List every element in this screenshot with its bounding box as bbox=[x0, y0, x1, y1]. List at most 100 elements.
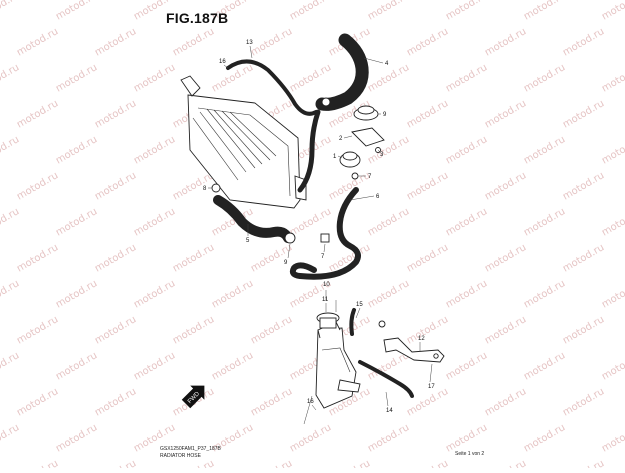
watermark-text: motod.ru bbox=[561, 26, 606, 58]
watermark-text: motod.ru bbox=[522, 206, 567, 238]
callout-leader-c13 bbox=[249, 45, 253, 59]
watermark-text: motod.ru bbox=[444, 278, 489, 310]
watermark-text: motod.ru bbox=[522, 62, 567, 94]
watermark-text: motod.ru bbox=[132, 62, 177, 94]
hose-6 bbox=[289, 187, 361, 280]
watermark-text: motod.ru bbox=[171, 458, 216, 468]
callout-label-c16a: 16 bbox=[219, 59, 226, 65]
callout-leader-c6 bbox=[349, 195, 375, 201]
watermark-text: motod.ru bbox=[0, 350, 21, 382]
watermark-text: motod.ru bbox=[93, 26, 138, 58]
watermark-text: motod.ru bbox=[0, 134, 21, 166]
hose-13 bbox=[226, 59, 318, 116]
watermark-text: motod.ru bbox=[405, 458, 450, 468]
watermark-text: motod.ru bbox=[132, 350, 177, 382]
watermark-text: motod.ru bbox=[561, 314, 606, 346]
watermark-text: motod.ru bbox=[93, 314, 138, 346]
watermark-text: motod.ru bbox=[444, 422, 489, 454]
hose-mid bbox=[297, 109, 321, 193]
callout-label-c9b: 9 bbox=[284, 260, 288, 266]
watermark-text: motod.ru bbox=[15, 26, 60, 58]
watermark-text: motod.ru bbox=[171, 26, 216, 58]
watermark-text: motod.ru bbox=[249, 26, 294, 58]
watermark-text: motod.ru bbox=[132, 206, 177, 238]
watermark-text: motod.ru bbox=[366, 278, 411, 310]
watermark-text: motod.ru bbox=[561, 98, 606, 130]
watermark-text: motod.ru bbox=[444, 206, 489, 238]
watermark-text: motod.ru bbox=[54, 422, 99, 454]
watermark-text: motod.ru bbox=[483, 98, 528, 130]
watermark-text: motod.ru bbox=[366, 422, 411, 454]
watermark-text: motod.ru bbox=[522, 0, 567, 23]
watermark-text: motod.ru bbox=[15, 458, 60, 468]
callout-label-c2: 2 bbox=[339, 136, 343, 142]
watermark-text: motod.ru bbox=[54, 278, 99, 310]
callout-leader-c16b bbox=[311, 404, 317, 411]
watermark-text: motod.ru bbox=[405, 170, 450, 202]
watermark-text: motod.ru bbox=[171, 242, 216, 274]
watermark-text: motod.ru bbox=[405, 386, 450, 418]
watermark-text: motod.ru bbox=[444, 0, 489, 23]
reservoir-hoses bbox=[349, 308, 414, 398]
watermark-text: motod.ru bbox=[405, 242, 450, 274]
bracket-12 bbox=[378, 320, 445, 363]
watermark-text: motod.ru bbox=[54, 0, 99, 23]
watermark-text: motod.ru bbox=[561, 170, 606, 202]
callout-leader-c7b bbox=[323, 243, 326, 253]
watermark-text: motod.ru bbox=[210, 278, 255, 310]
watermark-text: motod.ru bbox=[171, 314, 216, 346]
watermark-text: motod.ru bbox=[249, 242, 294, 274]
callout-label-c4: 4 bbox=[385, 61, 389, 67]
callout-leader-c17 bbox=[429, 363, 433, 383]
watermark-text: motod.ru bbox=[15, 386, 60, 418]
callout-label-c8: 8 bbox=[203, 186, 207, 192]
watermark-text: motod.ru bbox=[600, 278, 625, 310]
watermark-text: motod.ru bbox=[366, 206, 411, 238]
watermark-text: motod.ru bbox=[522, 134, 567, 166]
watermark-text: motod.ru bbox=[366, 0, 411, 23]
watermark-text: motod.ru bbox=[93, 386, 138, 418]
watermark-text: motod.ru bbox=[249, 386, 294, 418]
watermark-text: motod.ru bbox=[0, 422, 21, 454]
watermark-text: motod.ru bbox=[405, 26, 450, 58]
watermark-text: motod.ru bbox=[561, 386, 606, 418]
callout-label-c15: 15 bbox=[356, 302, 363, 308]
watermark-text: motod.ru bbox=[600, 350, 625, 382]
watermark-text: motod.ru bbox=[132, 278, 177, 310]
callout-leader-c16a bbox=[223, 64, 229, 69]
watermark-text: motod.ru bbox=[444, 134, 489, 166]
callout-label-c7a: 7 bbox=[368, 174, 372, 180]
figure-code: GSX1250FAM1_P37_187B bbox=[160, 446, 221, 452]
callout-label-c9a: 9 bbox=[383, 112, 387, 118]
reservoir-tank bbox=[315, 312, 361, 409]
callout-label-c11: 11 bbox=[322, 297, 329, 303]
watermark-text: motod.ru bbox=[54, 350, 99, 382]
watermark-text: motod.ru bbox=[522, 278, 567, 310]
watermark-text: motod.ru bbox=[561, 242, 606, 274]
watermark-text: motod.ru bbox=[444, 350, 489, 382]
watermark-text: motod.ru bbox=[249, 314, 294, 346]
watermark-text: motod.ru bbox=[483, 314, 528, 346]
watermark-text: motod.ru bbox=[405, 98, 450, 130]
hose-5 bbox=[213, 195, 293, 243]
thermostat-housing bbox=[339, 105, 385, 180]
hose-clamps bbox=[211, 97, 331, 244]
watermark-text: motod.ru bbox=[366, 62, 411, 94]
radiator bbox=[180, 75, 307, 209]
callout-leader-c4 bbox=[363, 57, 384, 64]
callout-label-c7b: 7 bbox=[321, 254, 325, 260]
watermark-text: motod.ru bbox=[483, 170, 528, 202]
watermark-text: motod.ru bbox=[15, 98, 60, 130]
callout-leader-c15 bbox=[355, 307, 361, 319]
callout-leader-c2 bbox=[343, 135, 353, 139]
watermark-text: motod.ru bbox=[15, 242, 60, 274]
watermark-text: motod.ru bbox=[483, 242, 528, 274]
callout-label-c5: 5 bbox=[246, 238, 250, 244]
callout-label-c3: 3 bbox=[380, 152, 384, 158]
callout-label-c1: 1 bbox=[333, 154, 337, 160]
hose-4 bbox=[315, 33, 369, 111]
page-indicator: Seite 1 von 2 bbox=[455, 451, 485, 457]
watermark-text: motod.ru bbox=[288, 422, 333, 454]
